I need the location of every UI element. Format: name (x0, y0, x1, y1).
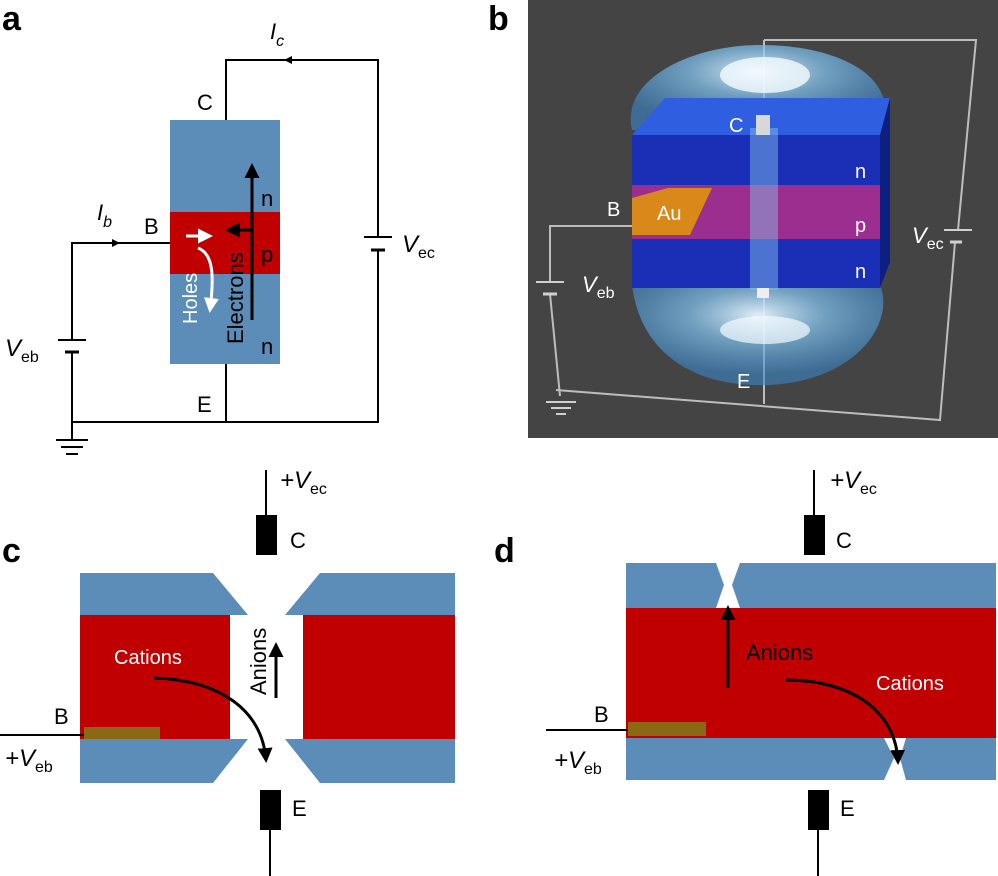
upper-dome-highlight (720, 57, 810, 93)
n-top-left-c (80, 573, 248, 615)
label-veb-d: +Veb (554, 747, 602, 778)
nanopore-channel (750, 128, 778, 290)
terminal-b-b: B (607, 199, 620, 221)
n-top-right-d (732, 563, 996, 608)
lower-dome-highlight (720, 316, 810, 344)
anions-label-d: Anions (746, 640, 813, 665)
terminal-e-d: E (840, 796, 855, 821)
label-veb-a: Veb (5, 335, 39, 366)
circuit-wires-a (71, 59, 379, 440)
collector-electrode-c (256, 515, 277, 555)
terminal-e-c: E (292, 796, 307, 821)
terminal-b-a: B (144, 214, 159, 239)
n-region-bottom-a (170, 274, 280, 364)
panel-c-letter: c (2, 532, 21, 570)
label-vec-a: Vec (402, 231, 435, 262)
n-bottom-left-d (626, 738, 894, 780)
cation-arrow-d (785, 678, 906, 765)
cations-label-d: Cations (876, 673, 944, 695)
terminal-e-b: E (737, 371, 750, 393)
top-electrode-b (756, 115, 770, 135)
n-layer-bottom-b (632, 239, 880, 288)
p-right-c (303, 615, 455, 739)
n-bottom-left-c (80, 739, 248, 783)
au-contact (632, 188, 712, 235)
ground-symbol-b (546, 401, 576, 415)
ic-arrowhead (284, 56, 292, 64)
panel-d-letter: d (494, 532, 515, 570)
electrons-label: Electrons (223, 252, 248, 344)
n-label-bottom-a: n (261, 334, 273, 359)
panel-d: d +Vec C Anions Cations B +Veb E (494, 467, 996, 876)
ib-arrowhead (112, 239, 120, 247)
label-vec-d: +Vec (830, 467, 877, 498)
label-ib: Ib (97, 200, 112, 231)
terminal-c-b: C (729, 115, 743, 137)
terminal-c-a: C (197, 90, 213, 115)
label-vec-c: +Vec (280, 467, 327, 498)
n-label-bottom-b: n (855, 261, 866, 283)
terminal-b-c: B (54, 704, 69, 729)
p-label-a: p (261, 242, 273, 267)
panel-a: a (2, 0, 435, 455)
battery-vec-b (944, 229, 972, 244)
battery-vec-a (364, 236, 392, 252)
n-region-top-a (170, 120, 280, 212)
label-veb-b: Veb (582, 272, 615, 302)
right-face-b (880, 98, 890, 288)
au-label: Au (657, 203, 681, 225)
terminal-c-d: C (836, 528, 852, 553)
ground-symbol-a (56, 439, 88, 455)
n-bottom-right-d (900, 738, 996, 780)
holes-label: Holes (180, 273, 202, 324)
label-ic: Ic (270, 19, 284, 50)
label-veb-c: +Veb (5, 745, 53, 776)
panel-b-letter: b (488, 0, 509, 38)
n-label-top-a: n (261, 186, 273, 211)
anions-label-c: Anions (246, 628, 271, 695)
panel-a-letter: a (2, 0, 22, 38)
cations-label-c: Cations (114, 647, 182, 669)
gold-contact-d (628, 722, 706, 736)
n-layer-top-b (632, 135, 880, 185)
emitter-electrode-d (808, 790, 829, 830)
gold-contact-c (84, 727, 160, 739)
collector-electrode-d (804, 515, 825, 555)
cation-arrow-c (153, 676, 273, 763)
p-region-a (170, 212, 280, 274)
n-top-left-d (626, 563, 724, 608)
panel-b: b (488, 0, 998, 438)
p-label-b: p (855, 215, 866, 237)
emitter-electrode-c (260, 790, 281, 830)
terminal-c-c: C (290, 528, 306, 553)
panel-c: c +Vec C Anions Cations B +Veb E (0, 467, 455, 876)
n-top-right-c (285, 573, 455, 615)
battery-veb-b (536, 281, 564, 296)
battery-veb-a (58, 339, 86, 354)
terminal-e-a: E (197, 392, 212, 417)
bottom-electrode-b (757, 288, 769, 298)
terminal-b-d: B (594, 702, 609, 727)
p-layer-d (626, 608, 996, 738)
label-vec-b: Vec (912, 223, 944, 253)
n-bottom-right-c (285, 739, 455, 783)
n-label-top-b: n (855, 161, 866, 183)
hole-flow-arrow (197, 246, 219, 313)
